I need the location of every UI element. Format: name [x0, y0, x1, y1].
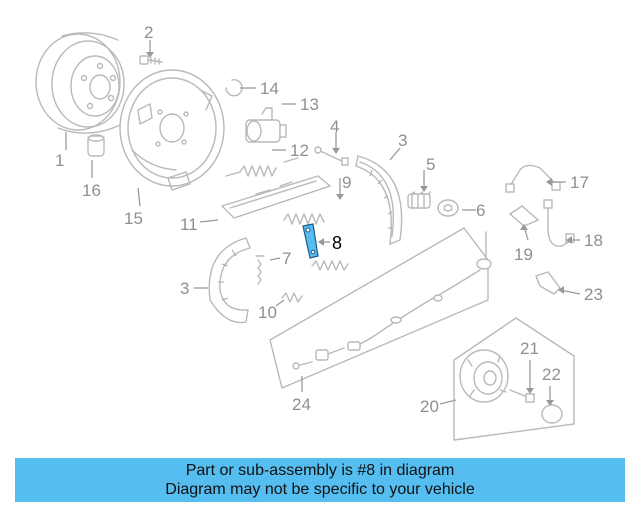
- banner-line-2: Diagram may not be specific to your vehi…: [165, 481, 475, 498]
- parts-diagram: 1 2 3 3 4 5 6 7 8 9 10 11 12 13 14 15 16…: [35, 23, 603, 441]
- part-label-18: 18: [584, 231, 603, 250]
- part-label-20: 20: [420, 397, 439, 416]
- part-label-6: 6: [476, 201, 485, 220]
- part-label-10: 10: [258, 303, 277, 322]
- part-label-23: 23: [584, 285, 603, 304]
- part-label-3-upper: 3: [398, 131, 407, 150]
- banner-line-1: Part or sub-assembly is #8 in diagram: [185, 462, 455, 479]
- pin-7: [255, 255, 265, 285]
- cable-panel: [269, 227, 492, 389]
- lever-8-highlighted: [302, 223, 319, 259]
- part-label-9: 9: [342, 173, 351, 192]
- brake-shoe-upper: [355, 155, 403, 246]
- part-label-22: 22: [542, 365, 561, 384]
- part-label-4: 4: [330, 117, 339, 136]
- nut-6: [437, 199, 459, 217]
- bushing: [87, 134, 105, 157]
- bracket-23: [535, 271, 561, 295]
- bolt-2: [139, 55, 163, 65]
- brake-shoe-lower: [208, 237, 251, 324]
- part-label-3-lower: 3: [180, 279, 189, 298]
- part-label-2: 2: [144, 23, 153, 42]
- part-label-16: 16: [82, 181, 101, 200]
- part-label-15: 15: [124, 209, 143, 228]
- part-label-17: 17: [570, 173, 589, 192]
- info-banner: Part or sub-assembly is #8 in diagram Di…: [15, 458, 625, 502]
- part-label-7: 7: [282, 249, 291, 268]
- part-label-14: 14: [260, 79, 279, 98]
- strut-bar: [220, 175, 332, 219]
- backing-plate: [119, 69, 225, 191]
- clip-14: [225, 79, 243, 97]
- part-label-8-highlighted: 8: [332, 233, 342, 253]
- part-label-19: 19: [514, 245, 533, 264]
- part-label-11: 11: [180, 215, 198, 234]
- pin-4: [314, 146, 349, 166]
- part-label-24: 24: [292, 395, 311, 414]
- adjuster-5: [407, 191, 431, 209]
- hub-panel: [453, 317, 575, 441]
- spring-12: [225, 157, 299, 177]
- part-label-13: 13: [300, 95, 319, 114]
- spring-10: [281, 260, 349, 303]
- brake-drum: [35, 32, 125, 134]
- part-label-21: 21: [520, 339, 539, 358]
- callouts: [65, 40, 581, 406]
- wheel-cylinder: [245, 107, 287, 143]
- bracket-19: [508, 205, 540, 227]
- part-label-12: 12: [290, 141, 309, 160]
- part-label-5: 5: [426, 155, 435, 174]
- spring-9: [283, 213, 325, 225]
- part-label-1: 1: [55, 151, 64, 170]
